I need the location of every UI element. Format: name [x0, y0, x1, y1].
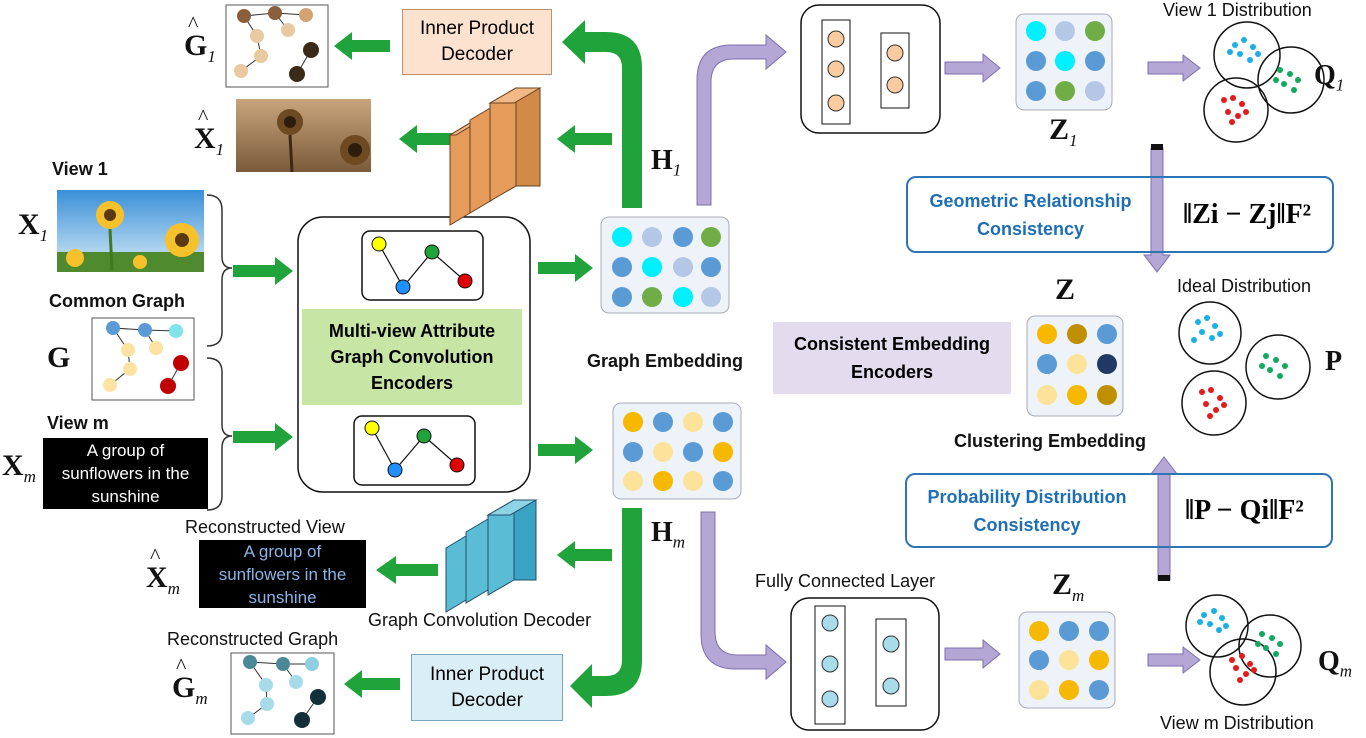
- cnn-decoder-top: [448, 87, 542, 226]
- purple-arrow-to-qm: [1147, 645, 1201, 675]
- z1-symbol: Z1: [1049, 113, 1078, 150]
- arrow-to-x1hat: [399, 125, 455, 153]
- view1-points: [1221, 37, 1301, 125]
- p-symbol: P: [1325, 346, 1343, 377]
- g-symbol: G: [47, 341, 71, 374]
- viewm-distribution-clusters: [1185, 594, 1302, 706]
- qm-symbol: Qm: [1318, 646, 1353, 681]
- geometric-consistency-label: Geometric Relationship Consistency: [929, 190, 1132, 239]
- view1-image: [57, 190, 204, 272]
- purple-arrow-to-zm: [944, 638, 1001, 670]
- green-bent-arrow-bottom: [570, 508, 642, 708]
- graph-convolution-decoder-label: Graph Convolution Decoder: [368, 610, 592, 630]
- sunflower-icon: [66, 201, 199, 271]
- z-symbol: Z: [1055, 273, 1076, 306]
- input-bracket: [206, 194, 233, 511]
- hm-embedding-matrix: [612, 402, 742, 500]
- arrow-to-gcdecoder: [557, 541, 612, 569]
- view1-label: View 1: [52, 159, 108, 179]
- cnn-decoder-bottom: [445, 499, 538, 613]
- viewm-points: [1197, 608, 1283, 683]
- fc-layer-bottom: [790, 597, 940, 731]
- purple-arrows: [696, 33, 1201, 681]
- arrow-to-encoder-bottom: [233, 423, 293, 451]
- ideal-points: [1191, 315, 1288, 419]
- h1-symbol: H1: [651, 145, 682, 180]
- ideal-distribution-clusters: [1178, 301, 1311, 436]
- common-graph-image: [91, 317, 195, 401]
- geometric-consistency-box: Geometric Relationship Consistency ‖Zi −…: [906, 176, 1334, 253]
- purple-arrow-to-fc-top: [696, 33, 787, 206]
- arrow-to-embed-top: [538, 254, 593, 282]
- zm-matrix: [1018, 611, 1116, 709]
- fc-layer-top: [800, 4, 941, 134]
- probability-formula: ‖P − Qi‖F²: [1185, 494, 1304, 526]
- probability-consistency-box: Probability Distribution Consistency ‖P …: [905, 473, 1333, 548]
- probability-consistency-label: Probability Distribution Consistency: [927, 486, 1127, 535]
- reconstructed-view-label: Reconstructed View: [185, 517, 345, 537]
- purple-arrow-down-geo: [1142, 147, 1172, 273]
- xmhat-symbol: Xm: [146, 543, 180, 599]
- h1-embedding-matrix: [600, 216, 730, 314]
- x1hat-symbol: X1: [194, 104, 224, 160]
- gmhat-graph-image: [230, 652, 335, 735]
- green-bent-arrow-top: [562, 20, 642, 208]
- graph-embedding-label: Graph Embedding: [587, 351, 744, 371]
- fully-connected-layer-label: Fully Connected Layer: [755, 571, 936, 591]
- hm-symbol: Hm: [651, 517, 686, 552]
- arrow-to-xmhat: [376, 556, 438, 584]
- x1-symbol: X1: [18, 208, 49, 245]
- reconstructed-graph-label: Reconstructed Graph: [167, 629, 339, 649]
- inner-product-decoder-bottom: Inner Product Decoder: [411, 654, 563, 721]
- green-arrows: [233, 32, 612, 698]
- geometric-formula: ‖Zi − Zj‖F²: [1183, 198, 1312, 230]
- g1hat-graph-image: [225, 4, 329, 88]
- xmhat-text-image: A group of sunflowers in the sunshine: [199, 540, 366, 608]
- inner-product-decoder-top: Inner Product Decoder: [402, 9, 552, 75]
- encoder-label: Multi-view Attribute Graph Convolution E…: [328, 321, 496, 393]
- z-matrix: [1026, 315, 1124, 417]
- view1-distribution-clusters: [1203, 21, 1325, 143]
- view1-distribution-label: View 1 Distribution: [1163, 0, 1312, 20]
- arrow-to-gmhat: [344, 670, 400, 698]
- consistent-embedding-encoders: Consistent Embedding Encoders: [773, 322, 1011, 394]
- view-m-label: View m: [47, 413, 109, 433]
- viewm-distribution-label: View m Distribution: [1160, 713, 1314, 733]
- arrow-to-g1hat: [334, 32, 390, 60]
- encoder-box: [297, 216, 531, 493]
- zm-symbol: Zm: [1052, 568, 1085, 605]
- x1hat-image: [236, 99, 371, 173]
- purple-arrow-to-q1: [1147, 53, 1201, 83]
- purple-arrow-to-fc-bottom: [700, 511, 787, 681]
- clustering-embedding-label: Clustering Embedding: [954, 431, 1147, 451]
- arrow-to-decoder-top: [557, 125, 612, 153]
- arrow-to-embed-bottom: [538, 436, 593, 464]
- q1-symbol: Q1: [1314, 60, 1345, 95]
- z1-matrix: [1015, 13, 1113, 111]
- arrow-to-encoder-top: [233, 257, 293, 285]
- purple-arrow-to-z1: [944, 52, 1001, 84]
- view-m-text-image: A group of sunflowers in the sunshine: [43, 438, 208, 509]
- xm-symbol: Xm: [2, 449, 36, 486]
- g1hat-symbol: G1: [184, 11, 216, 67]
- ideal-distribution-label: Ideal Distribution: [1177, 276, 1312, 296]
- gmhat-symbol: Gm: [172, 653, 208, 709]
- common-graph-label: Common Graph: [49, 291, 186, 311]
